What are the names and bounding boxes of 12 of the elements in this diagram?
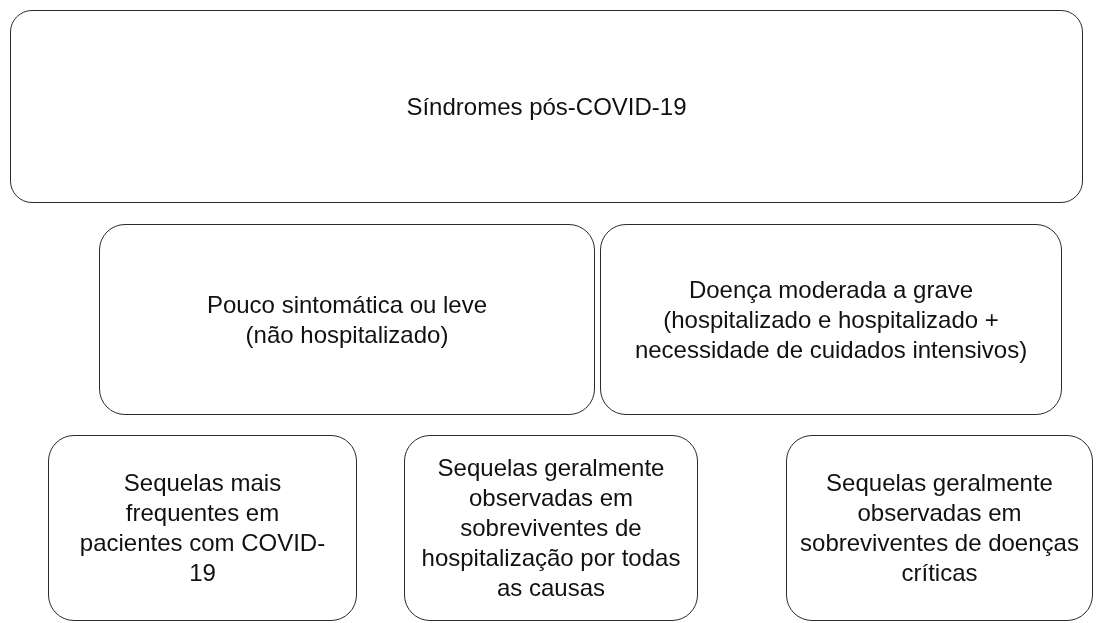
box-label: Sequelas geralmente observadas em sobreviventes de doenças críticas xyxy=(799,468,1080,588)
rounded-box xyxy=(404,435,698,621)
box-label: Sequelas geralmente observadas em sobreviventes de hospitalização por todas as causas xyxy=(420,453,682,603)
box-label: Doença moderada a grave (hospitalizado e hospitalizado + necessidade de cuidados intensivos) xyxy=(633,274,1029,365)
rounded-box xyxy=(10,10,1083,203)
rounded-box xyxy=(600,224,1062,415)
rounded-box xyxy=(48,435,357,621)
box-label: Sequelas mais frequentes em pacientes com COVID-19 xyxy=(78,468,327,588)
rounded-box xyxy=(99,224,595,415)
box-label: Pouco sintomática ou leve (não hospitalizado) xyxy=(205,289,489,350)
box-label: Síndromes pós-COVID-19 xyxy=(406,91,687,122)
rounded-box xyxy=(786,435,1093,621)
